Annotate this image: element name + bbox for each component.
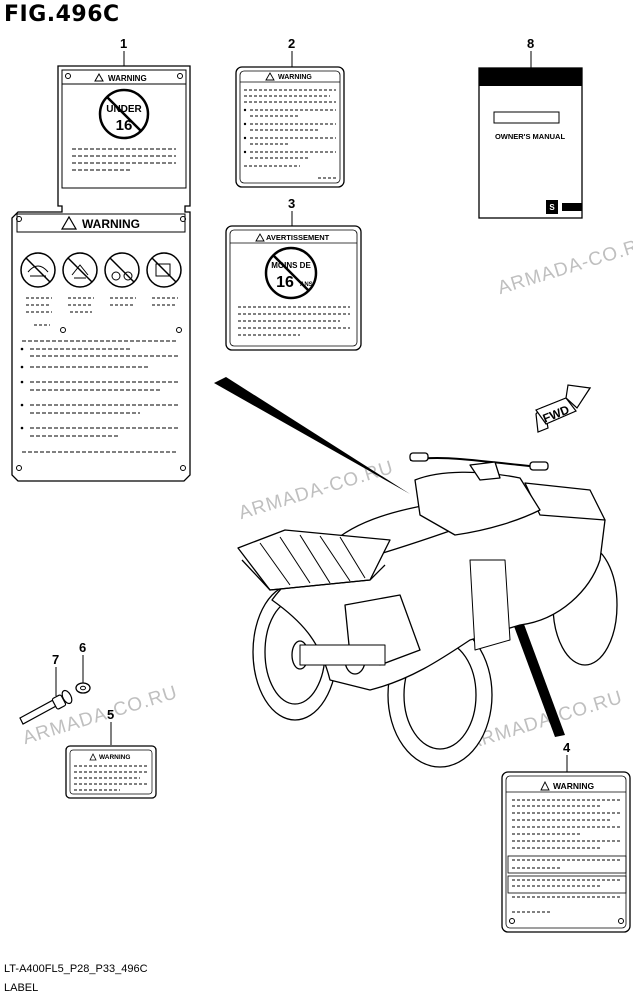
label-4[interactable]: WARNING bbox=[501, 771, 631, 933]
warning-heading: WARNING bbox=[99, 754, 130, 761]
owners-manual-title: OWNER'S MANUAL bbox=[495, 132, 566, 141]
atv-vehicle bbox=[237, 452, 618, 768]
warning-heading: WARNING bbox=[82, 217, 140, 231]
moins-de-text: MOINS DE bbox=[271, 261, 311, 270]
bolt-part-7 bbox=[19, 689, 73, 725]
callout-8[interactable]: 8 bbox=[527, 36, 535, 51]
callout-4[interactable]: 4 bbox=[563, 740, 571, 755]
callout-1[interactable]: 1 bbox=[120, 36, 128, 51]
ans-text: ANS bbox=[300, 282, 313, 288]
pointer-wedge bbox=[508, 608, 565, 737]
warning-heading: WARNING bbox=[553, 781, 594, 791]
footer-name: LABEL bbox=[4, 982, 39, 994]
footer-code: LT-A400FL5_P28_P33_496C bbox=[4, 963, 148, 975]
warning-heading: WARNING bbox=[278, 74, 312, 81]
under-text: UNDER bbox=[106, 104, 142, 115]
fwd-arrow: FWD bbox=[535, 384, 592, 433]
callout-2[interactable]: 2 bbox=[288, 36, 296, 51]
svg-text:S: S bbox=[549, 203, 555, 212]
warning-heading: WARNING bbox=[108, 74, 147, 83]
callout-7[interactable]: 7 bbox=[52, 652, 60, 667]
washer-part-6 bbox=[75, 682, 91, 694]
pointer-wedge bbox=[214, 377, 410, 494]
callout-3[interactable]: 3 bbox=[288, 196, 296, 211]
label-5[interactable]: WARNING bbox=[65, 745, 157, 799]
age-text: 16 bbox=[276, 274, 294, 291]
age-text: 16 bbox=[116, 117, 133, 134]
label-3[interactable]: AVERTISSEMENT MOINS DE 16 ANS bbox=[225, 225, 362, 351]
owners-manual-book[interactable]: OWNER'S MANUAL S bbox=[478, 67, 583, 219]
avertissement-heading: AVERTISSEMENT bbox=[266, 233, 330, 242]
callout-5[interactable]: 5 bbox=[107, 707, 115, 722]
label-1[interactable]: WARNING UNDER 16 WARNING bbox=[11, 65, 191, 482]
callout-6[interactable]: 6 bbox=[79, 640, 87, 655]
label-2[interactable]: WARNING bbox=[235, 66, 345, 188]
figure-title: FIG.496C bbox=[4, 2, 120, 27]
